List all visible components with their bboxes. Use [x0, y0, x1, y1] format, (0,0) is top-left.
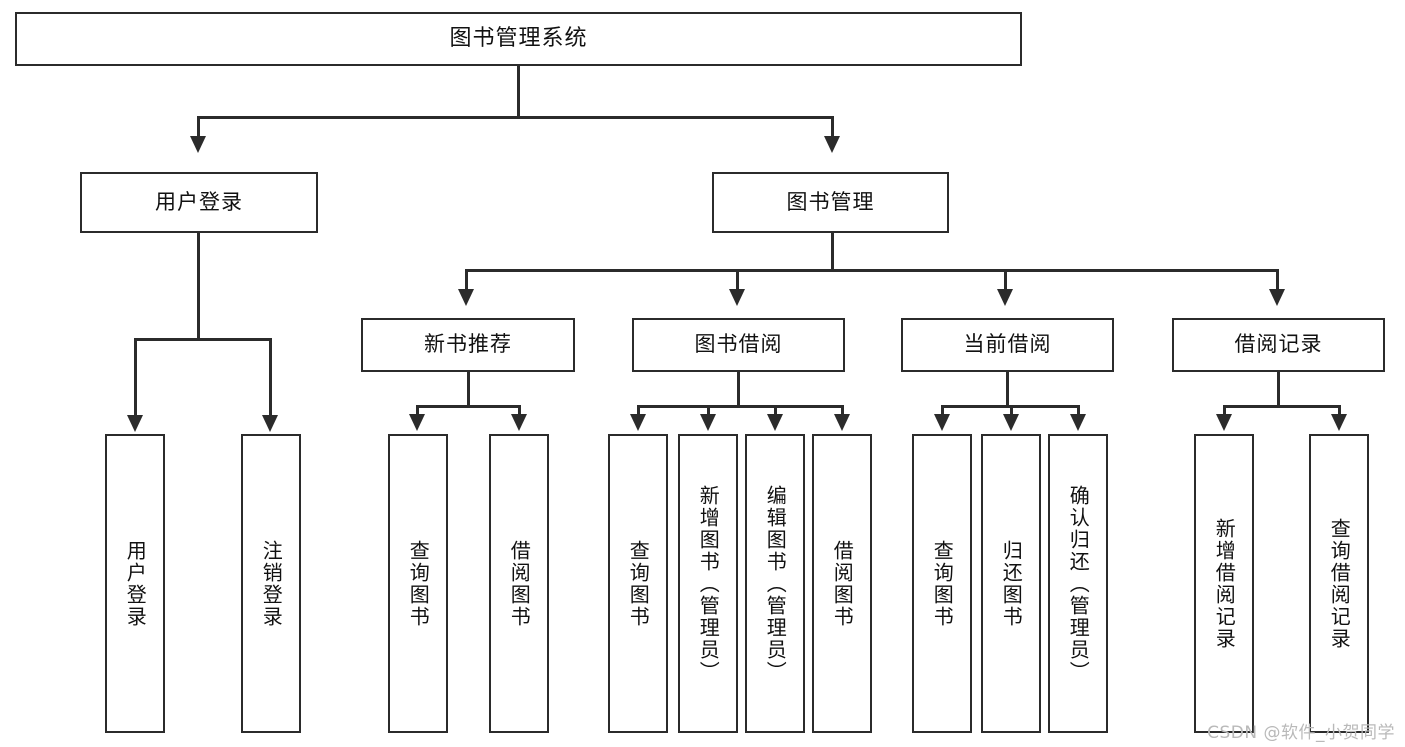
leaf-label: 查询图书 [406, 539, 431, 628]
edge-to-borrow-record [1276, 269, 1279, 291]
leaf-user-login-1[interactable]: 注销登录 [241, 434, 301, 733]
arrow-user-login-leaf-0 [127, 415, 143, 432]
leaf-book-borrow-0[interactable]: 查询图书 [608, 434, 668, 733]
edge-user-login-leaf-0 [134, 338, 137, 418]
edge-book-management-stem [831, 233, 834, 272]
leaf-label: 确认归还（管理员） [1066, 484, 1091, 683]
arrow-to-book-management [824, 136, 840, 153]
edge-bb-leaf-3 [841, 405, 844, 417]
arrow-user-login-leaf-1 [262, 415, 278, 432]
leaf-label: 归还图书 [999, 539, 1024, 628]
edge-bb-leaf-2 [774, 405, 777, 417]
edge-level3-bus [465, 269, 1279, 272]
arrow-br-leaf-1 [1331, 414, 1347, 431]
arrow-bb-leaf-2 [767, 414, 783, 431]
leaf-label: 编辑图书（管理员） [763, 484, 788, 683]
csdn-watermark: CSDN @软件_小贺同学 [1207, 723, 1395, 743]
node-label: 图书管理系统 [449, 25, 588, 51]
leaf-label: 新增图书（管理员） [696, 484, 721, 683]
leaf-label: 查询图书 [930, 539, 955, 628]
arrow-bb-leaf-0 [630, 414, 646, 431]
leaf-label: 查询图书 [626, 539, 651, 628]
edge-borrow-record-stem [1277, 372, 1280, 408]
leaf-label: 借阅图书 [830, 539, 855, 628]
edge-borrow-record-bus [1223, 405, 1341, 408]
leaf-label: 借阅图书 [507, 539, 532, 628]
edge-to-book-borrow [736, 269, 739, 291]
edge-new-book-recommend-bus [416, 405, 521, 408]
edge-user-login-bus [134, 338, 272, 341]
edge-cb-leaf-0 [941, 405, 944, 417]
node-label: 用户登录 [155, 189, 243, 214]
node-root-book-management-system[interactable]: 图书管理系统 [15, 12, 1022, 66]
node-label: 借阅记录 [1234, 332, 1323, 357]
arrow-cb-leaf-1 [1003, 414, 1019, 431]
arrow-to-new-book-recommend [458, 289, 474, 306]
leaf-current-borrow-0[interactable]: 查询图书 [912, 434, 972, 733]
node-label: 图书借阅 [694, 332, 783, 357]
edge-cb-leaf-2 [1077, 405, 1080, 417]
edge-root-stem [517, 66, 520, 118]
edge-user-login-stem [197, 233, 200, 340]
edge-bb-leaf-0 [637, 405, 640, 417]
arrow-to-current-borrow [997, 289, 1013, 306]
arrow-cb-leaf-2 [1070, 414, 1086, 431]
arrow-bb-leaf-3 [834, 414, 850, 431]
leaf-current-borrow-1[interactable]: 归还图书 [981, 434, 1041, 733]
node-label: 当前借阅 [963, 332, 1052, 357]
leaf-label: 新增借阅记录 [1212, 517, 1237, 650]
arrow-nbr-leaf-0 [409, 414, 425, 431]
edge-book-borrow-bus [637, 405, 843, 408]
arrow-to-book-borrow [729, 289, 745, 306]
leaf-label: 注销登录 [259, 539, 284, 628]
edge-to-new-book-recommend [465, 269, 468, 291]
edge-book-borrow-stem [737, 372, 740, 408]
edge-nbr-leaf-0 [416, 405, 419, 417]
edge-current-borrow-stem [1006, 372, 1009, 408]
node-borrow-record[interactable]: 借阅记录 [1172, 318, 1385, 372]
edge-cb-leaf-1 [1010, 405, 1013, 417]
edge-bb-leaf-1 [707, 405, 710, 417]
edge-level2-bus [197, 116, 834, 119]
node-new-book-recommend[interactable]: 新书推荐 [361, 318, 575, 372]
edge-user-login-leaf-1 [269, 338, 272, 418]
edge-to-user-login [197, 116, 200, 138]
leaf-book-borrow-2[interactable]: 编辑图书（管理员） [745, 434, 805, 733]
leaf-borrow-record-0[interactable]: 新增借阅记录 [1194, 434, 1254, 733]
arrow-to-user-login [190, 136, 206, 153]
leaf-new-book-recommend-1[interactable]: 借阅图书 [489, 434, 549, 733]
arrow-bb-leaf-1 [700, 414, 716, 431]
edge-br-leaf-1 [1338, 405, 1341, 417]
arrow-cb-leaf-0 [934, 414, 950, 431]
edge-nbr-leaf-1 [518, 405, 521, 417]
edge-to-book-management [831, 116, 834, 138]
leaf-user-login-0[interactable]: 用户登录 [105, 434, 165, 733]
leaf-label: 查询借阅记录 [1327, 517, 1352, 650]
edge-new-book-recommend-stem [467, 372, 470, 408]
node-label: 新书推荐 [424, 332, 512, 357]
node-label: 图书管理 [786, 189, 875, 214]
leaf-label: 用户登录 [123, 539, 148, 628]
arrow-nbr-leaf-1 [511, 414, 527, 431]
leaf-current-borrow-2[interactable]: 确认归还（管理员） [1048, 434, 1108, 733]
leaf-new-book-recommend-0[interactable]: 查询图书 [388, 434, 448, 733]
leaf-book-borrow-3[interactable]: 借阅图书 [812, 434, 872, 733]
arrow-to-borrow-record [1269, 289, 1285, 306]
node-user-login[interactable]: 用户登录 [80, 172, 318, 233]
arrow-br-leaf-0 [1216, 414, 1232, 431]
node-current-borrow[interactable]: 当前借阅 [901, 318, 1114, 372]
leaf-borrow-record-1[interactable]: 查询借阅记录 [1309, 434, 1369, 733]
node-book-management[interactable]: 图书管理 [712, 172, 949, 233]
node-book-borrow[interactable]: 图书借阅 [632, 318, 845, 372]
edge-to-current-borrow [1004, 269, 1007, 291]
edge-br-leaf-0 [1223, 405, 1226, 417]
leaf-book-borrow-1[interactable]: 新增图书（管理员） [678, 434, 738, 733]
